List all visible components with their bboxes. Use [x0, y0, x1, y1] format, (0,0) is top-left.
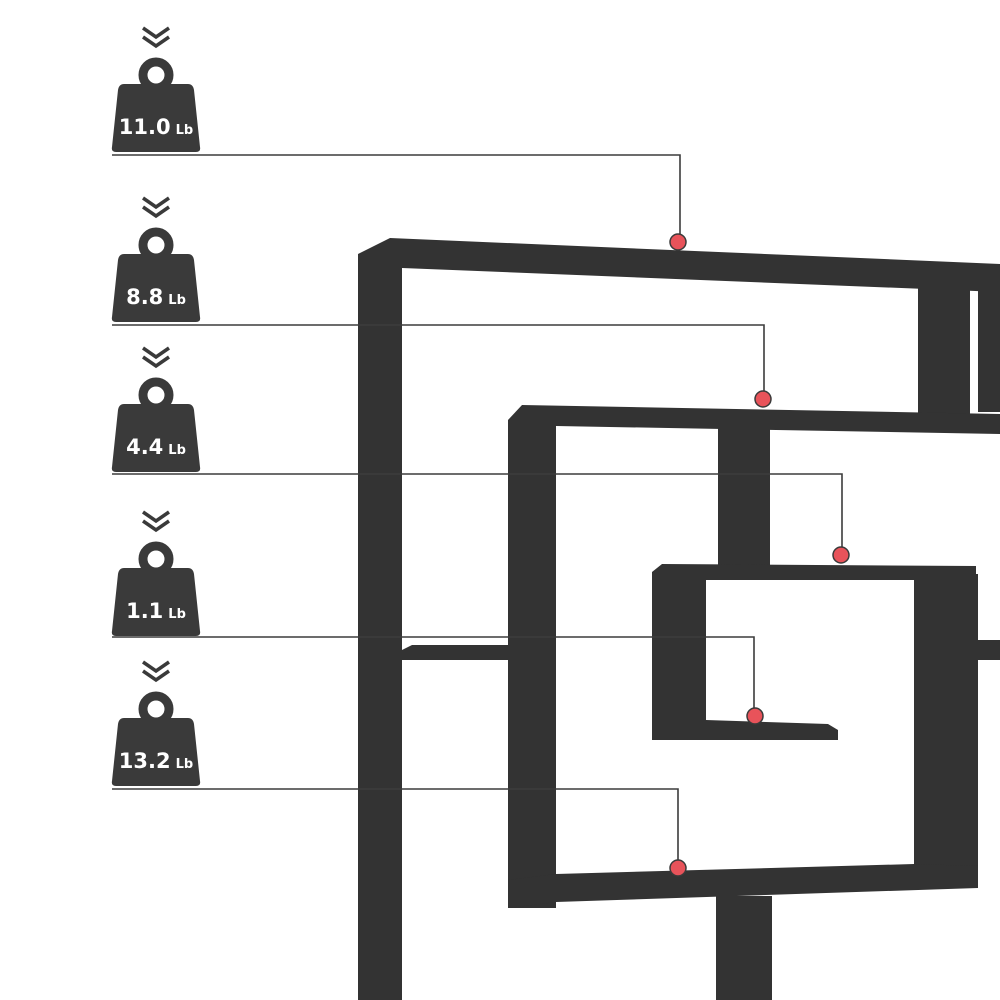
shelf-inner-left-post — [652, 574, 706, 738]
shelf-right-edge-upper — [978, 280, 1000, 412]
shelf-inner-bottom-board — [652, 720, 838, 740]
shelf-left-side-shelf — [402, 645, 548, 660]
shelf-top-board — [358, 238, 1000, 292]
shelf-bottom-support — [716, 896, 772, 1000]
leader-line-4-4 — [112, 473, 843, 553]
weight-icon — [111, 718, 201, 786]
shelf-inner-top-board — [652, 564, 976, 580]
leader-line-13-2 — [112, 788, 679, 866]
shelf-second-left-post — [508, 420, 556, 908]
shelf-inner-right-post — [914, 574, 978, 884]
shelf-upper-divider — [918, 276, 970, 414]
chevron-down-icon — [142, 196, 170, 219]
shelf-outer-left-post — [358, 254, 402, 1000]
weight-icon — [111, 404, 201, 472]
shelf-center-divider — [718, 424, 770, 570]
load-marker-1-1 — [746, 707, 764, 725]
shelf-bottom-board — [508, 864, 978, 908]
weight-icon — [111, 84, 201, 152]
leader-line-1-1 — [112, 636, 755, 714]
load-marker-4-4 — [832, 546, 850, 564]
load-marker-8-8 — [754, 390, 772, 408]
leader-lines — [112, 154, 843, 866]
shelf-unit — [358, 238, 1000, 1000]
leader-line-11-0 — [112, 154, 681, 240]
chevron-down-icon — [142, 26, 170, 49]
shelf-right-edge-lower — [978, 640, 1000, 660]
leader-line-8-8 — [112, 324, 765, 398]
load-marker-11-0 — [669, 233, 687, 251]
load-markers — [669, 233, 850, 877]
load-marker-13-2 — [669, 859, 687, 877]
chevron-down-icon — [142, 510, 170, 533]
chevron-down-icon — [142, 660, 170, 683]
weight-icon — [111, 254, 201, 322]
shelf-second-top-board — [508, 405, 1000, 434]
chevron-down-icon — [142, 346, 170, 369]
weight-icon — [111, 568, 201, 636]
